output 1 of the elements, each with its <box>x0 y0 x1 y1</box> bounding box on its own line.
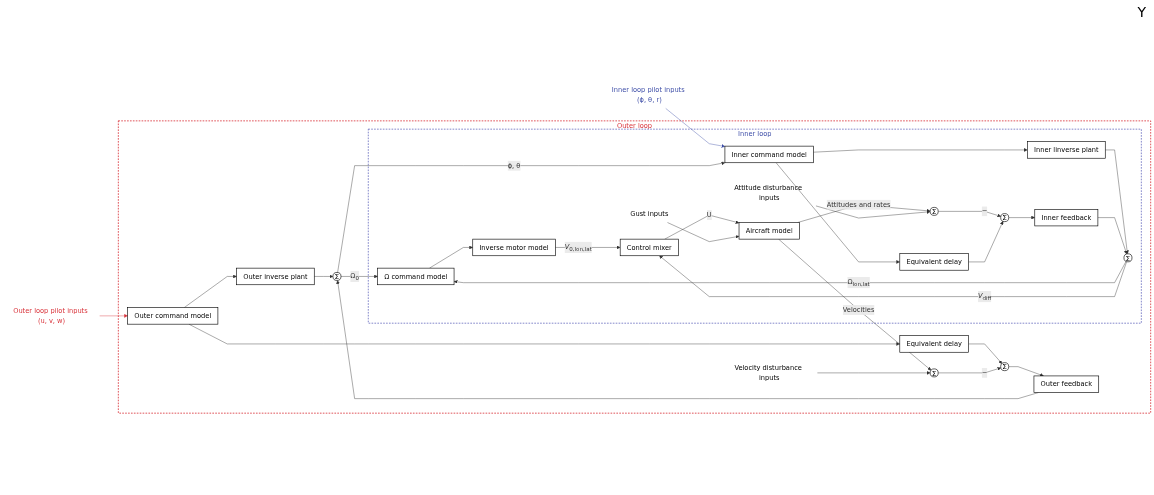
signal-label: Y <box>1137 4 1146 20</box>
